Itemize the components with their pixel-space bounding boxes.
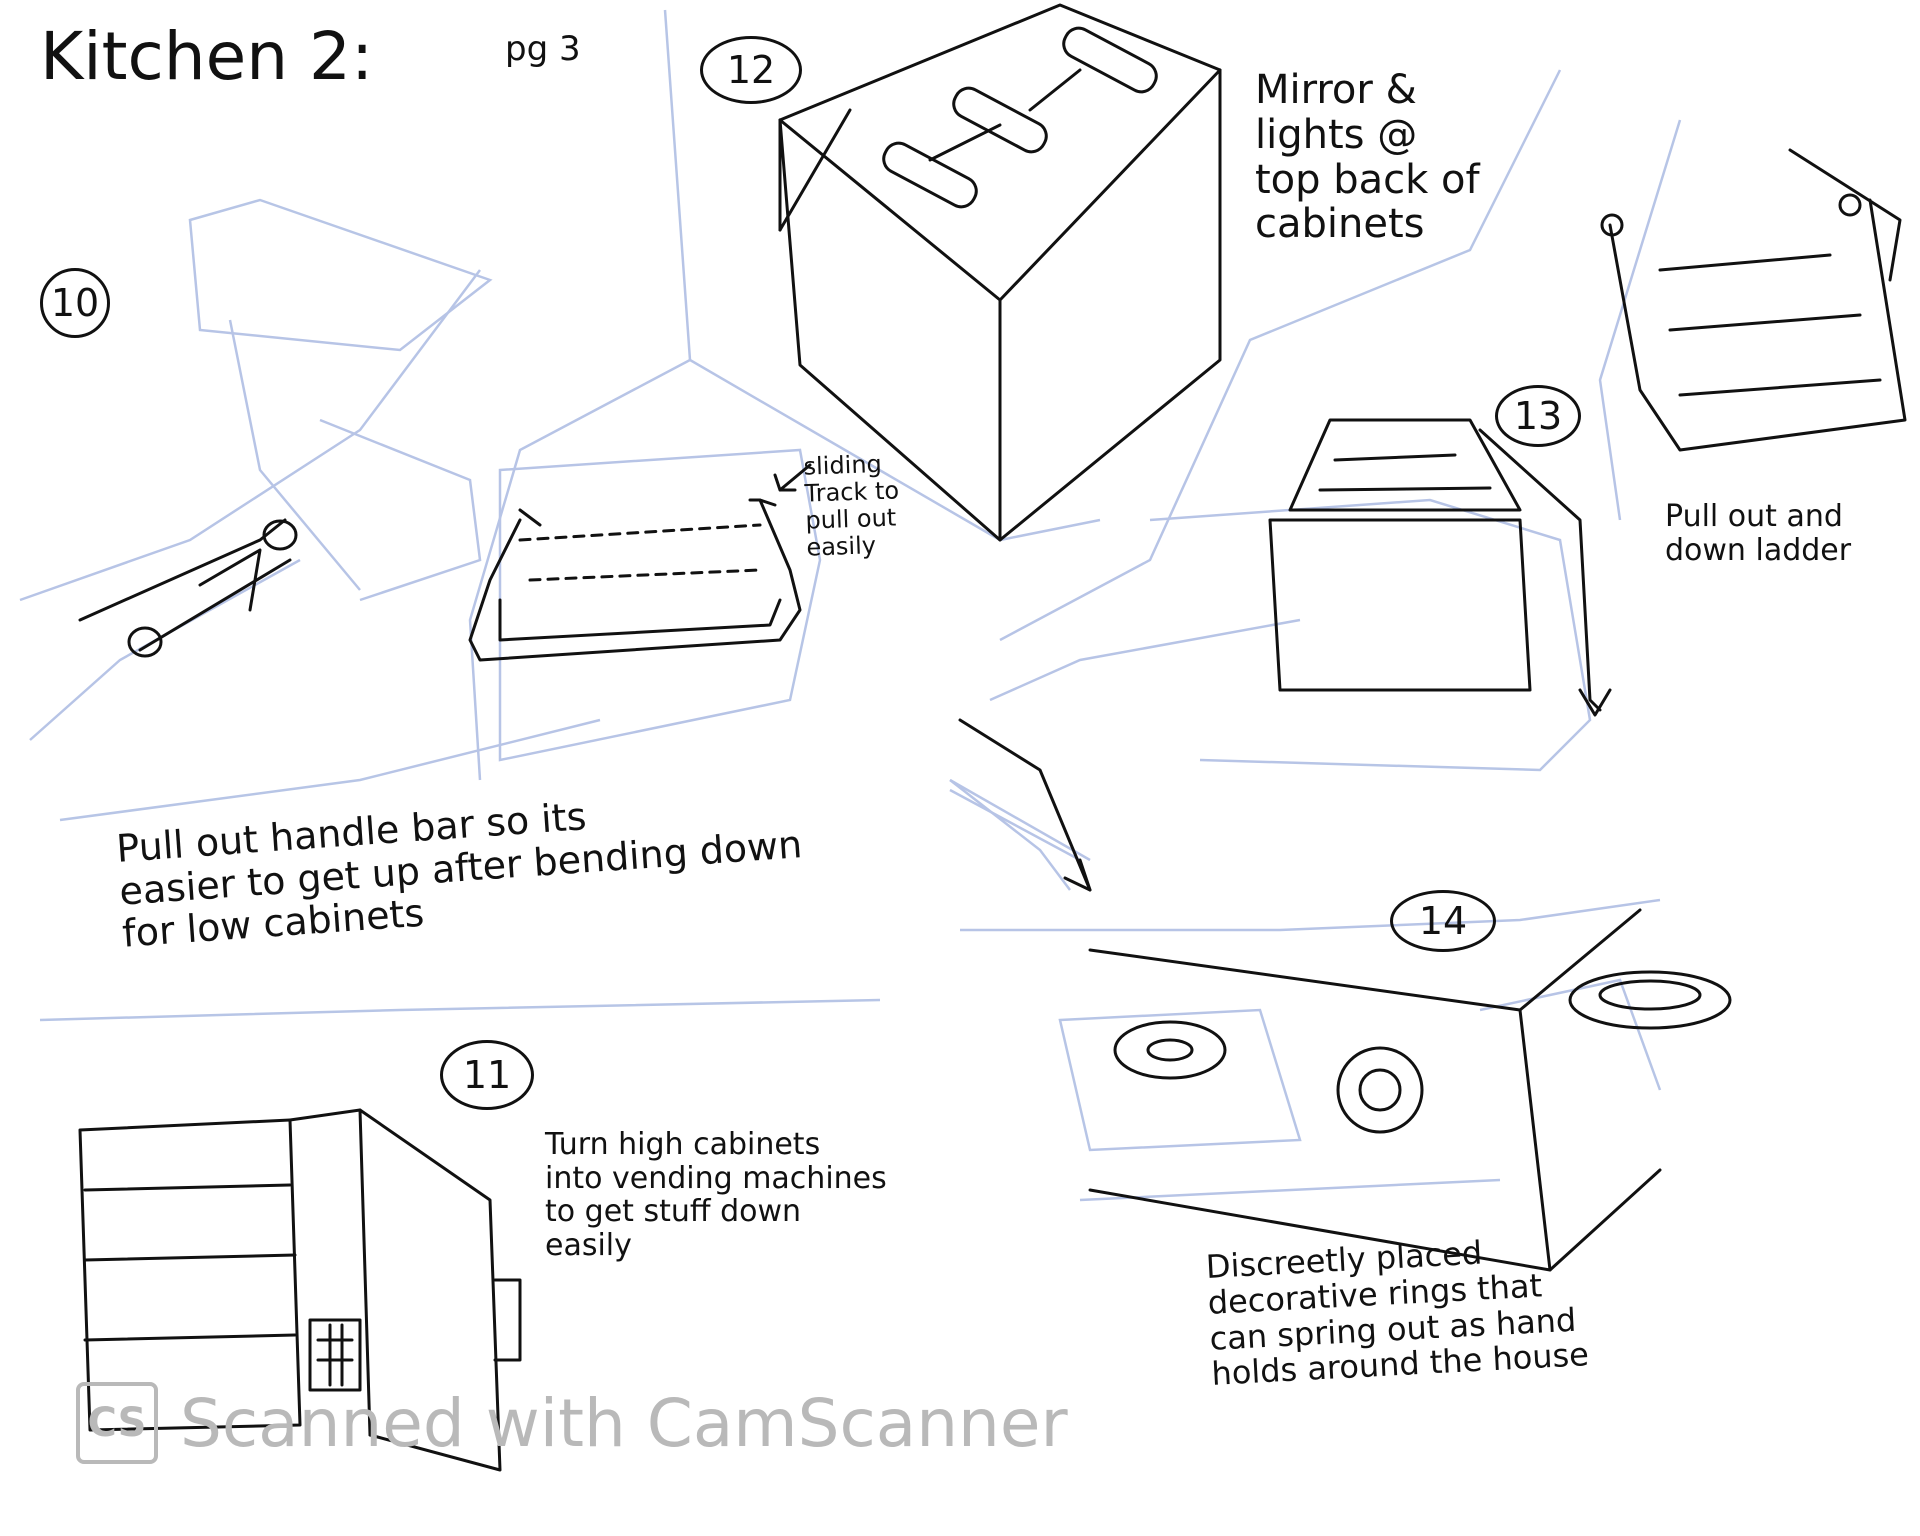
sketch-10-callout: sliding Track to pull out easily xyxy=(803,449,900,562)
pencil-guidelines xyxy=(19,9,1682,1202)
sketch-12-caption: Mirror & lights @ top back of cabinets xyxy=(1255,67,1480,248)
page-title: Kitchen 2: xyxy=(40,18,374,95)
watermark-text: Scanned with CamScanner xyxy=(180,1384,1068,1462)
sketch-14-caption: Discreetly placed decorative rings that … xyxy=(1204,1233,1590,1394)
sketch-number-13: 13 xyxy=(1495,385,1581,447)
sketch-13-caption: Pull out and down ladder xyxy=(1665,499,1852,568)
ink-sketches xyxy=(78,3,1907,1472)
camscanner-logo-icon: CS xyxy=(76,1382,158,1464)
sketch-11-caption: Turn high cabinets into vending machines… xyxy=(545,1127,887,1263)
sketch-number-10: 10 xyxy=(40,268,110,338)
camscanner-watermark: CS Scanned with CamScanner xyxy=(76,1382,1068,1464)
sketch-number-14: 14 xyxy=(1390,890,1496,952)
sketch-number-12: 12 xyxy=(700,36,802,104)
page-number: pg 3 xyxy=(505,29,581,69)
sketch-number-11: 11 xyxy=(440,1040,534,1110)
